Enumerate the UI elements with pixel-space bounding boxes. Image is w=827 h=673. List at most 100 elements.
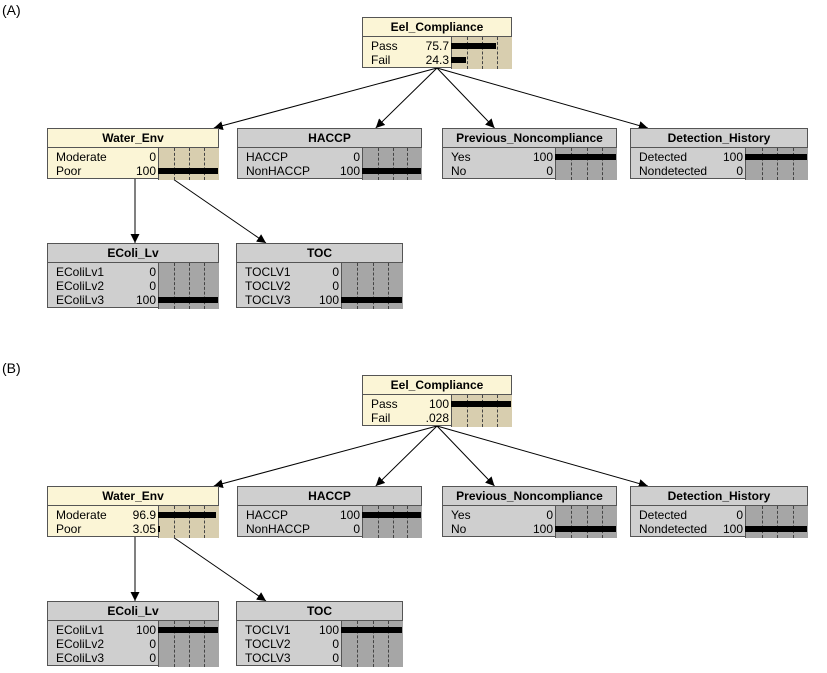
node-title: Previous_Noncompliance [443, 129, 616, 148]
state-name: Yes [451, 150, 471, 164]
state-name: Moderate [56, 508, 107, 522]
bar-gridline [174, 263, 175, 309]
bar-gridline [482, 395, 483, 427]
belief-bar-area [362, 148, 422, 180]
bar-gridline [467, 395, 468, 427]
state-name: EColiLv3 [56, 651, 105, 665]
bar-gridline [174, 506, 175, 538]
state-row[interactable]: EColiLv3 0 [48, 651, 218, 665]
state-value: 0 [546, 508, 553, 522]
state-value: 100 [135, 623, 156, 637]
panel-label: (B) [2, 360, 21, 376]
belief-bar-area [158, 148, 219, 180]
state-name: Poor [56, 164, 82, 178]
state-row[interactable]: EColiLv1 100 [48, 623, 218, 637]
edge-water-env-to-toc [172, 178, 267, 244]
node-title: Water_Env [48, 487, 218, 506]
bar-gridline [174, 148, 175, 180]
state-name: TOCLV2 [245, 637, 291, 651]
state-row[interactable]: Nondetected 100 [631, 522, 807, 536]
bar-gridline [357, 621, 358, 667]
belief-bar [745, 154, 807, 160]
state-row[interactable]: Fail.028 [363, 411, 511, 425]
state-value: 0 [149, 279, 156, 293]
belief-bar [158, 512, 216, 518]
node-title: HACCP [238, 129, 421, 148]
state-name: EColiLv1 [56, 623, 105, 637]
state-name: Nondetected [639, 522, 708, 536]
state-name: TOCLV3 [245, 651, 291, 665]
node-title: Previous_Noncompliance [443, 487, 616, 506]
state-value: 100 [722, 522, 743, 536]
state-value: 0 [149, 651, 156, 665]
state-row[interactable]: Poor 100 [48, 164, 218, 178]
bar-gridline [497, 37, 498, 69]
state-name: EColiLv2 [56, 279, 105, 293]
bar-gridline [388, 621, 389, 667]
state-value: 100 [318, 623, 339, 637]
bar-gridline [497, 395, 498, 427]
belief-bar [555, 526, 616, 532]
state-row[interactable]: Yes 100 [443, 150, 616, 164]
state-value: 100 [135, 293, 156, 307]
state-row[interactable]: EColiLv2 0 [48, 279, 218, 293]
node-title: Detection_History [631, 487, 807, 506]
edge-eel-compliance-to-water-env [213, 67, 438, 131]
bar-gridline [762, 148, 763, 180]
bar-gridline [189, 263, 190, 309]
bar-gridline [189, 506, 190, 538]
bar-gridline [407, 148, 408, 180]
state-value: 100 [532, 150, 553, 164]
belief-bar-area [451, 395, 512, 427]
belief-bar-area [362, 506, 422, 538]
state-value: 0 [332, 265, 339, 279]
belief-bar [555, 154, 616, 160]
bar-gridline [204, 263, 205, 309]
state-value: 75.7 [425, 39, 449, 53]
state-value: 100 [135, 164, 156, 178]
